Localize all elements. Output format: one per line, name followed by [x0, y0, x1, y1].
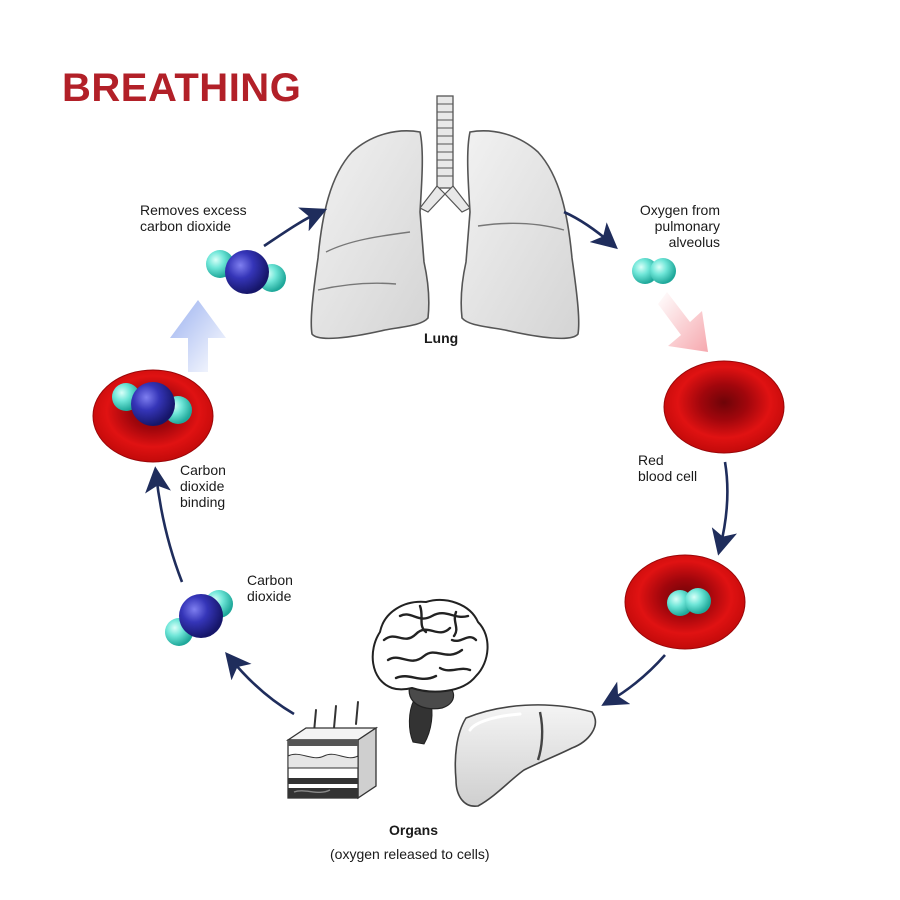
co2-binding-label-line1: Carbon — [180, 462, 226, 478]
brain-icon — [371, 599, 489, 745]
co2-binding-label-line3: binding — [180, 494, 226, 510]
liver-icon — [454, 704, 597, 807]
arrow-co2-up-to-rbc — [145, 466, 184, 583]
red-blood-cell-label-line2: blood cell — [638, 468, 698, 484]
red-blood-cell-label-line1: Red — [638, 452, 664, 468]
removes-co2-label-line2: carbon dioxide — [140, 218, 232, 234]
oxygen-label: Oxygen from pulmonary alveolus — [612, 202, 720, 250]
oxygen-label-line3: alveolus — [668, 234, 720, 250]
removes-co2-label: Removes excess carbon dioxide — [140, 202, 247, 234]
co2-binding-label-line2: dioxide — [180, 478, 225, 494]
arrow-rbc-down — [711, 461, 738, 556]
skin-icon — [285, 701, 379, 800]
arrow-organs-to-co2 — [225, 651, 295, 716]
oxygen-label-line1: Oxygen from — [639, 202, 720, 218]
co2-label-line1: Carbon — [247, 572, 293, 588]
co2-label: Carbon dioxide — [247, 572, 293, 604]
arrow-rbc-to-liver — [601, 654, 666, 706]
carbon-dioxide-molecule-icon — [112, 382, 192, 426]
oxygen-molecule-icon — [667, 588, 711, 616]
oxygen-transfer-arrow — [658, 292, 708, 352]
carbon-dioxide-molecule-icon — [165, 590, 233, 646]
red-blood-cell-label: Red blood cell — [638, 452, 697, 484]
removes-co2-label-line1: Removes excess — [140, 202, 247, 218]
organs-label: Organs — [389, 822, 439, 838]
trachea — [419, 95, 471, 213]
oxygen-molecule-icon — [632, 258, 676, 284]
page-title: BREATHING — [62, 66, 302, 110]
co2-label-line2: dioxide — [247, 588, 292, 604]
lung-icon — [310, 95, 580, 340]
right-lung — [460, 130, 580, 340]
carbon-dioxide-release-arrow — [170, 300, 226, 372]
lung-label: Lung — [424, 330, 459, 346]
arrow-lung-to-oxygen — [563, 210, 618, 250]
red-blood-cell-icon — [663, 360, 785, 454]
left-lung — [310, 130, 430, 340]
oxygen-label-line2: pulmonary — [654, 218, 720, 234]
carbon-dioxide-molecule-icon — [206, 250, 286, 294]
cycle-arrows — [145, 207, 738, 716]
co2-binding-label: Carbon dioxide binding — [180, 462, 226, 510]
arrow-co2-to-lung — [263, 207, 328, 248]
organs-sublabel: (oxygen released to cells) — [330, 846, 490, 862]
